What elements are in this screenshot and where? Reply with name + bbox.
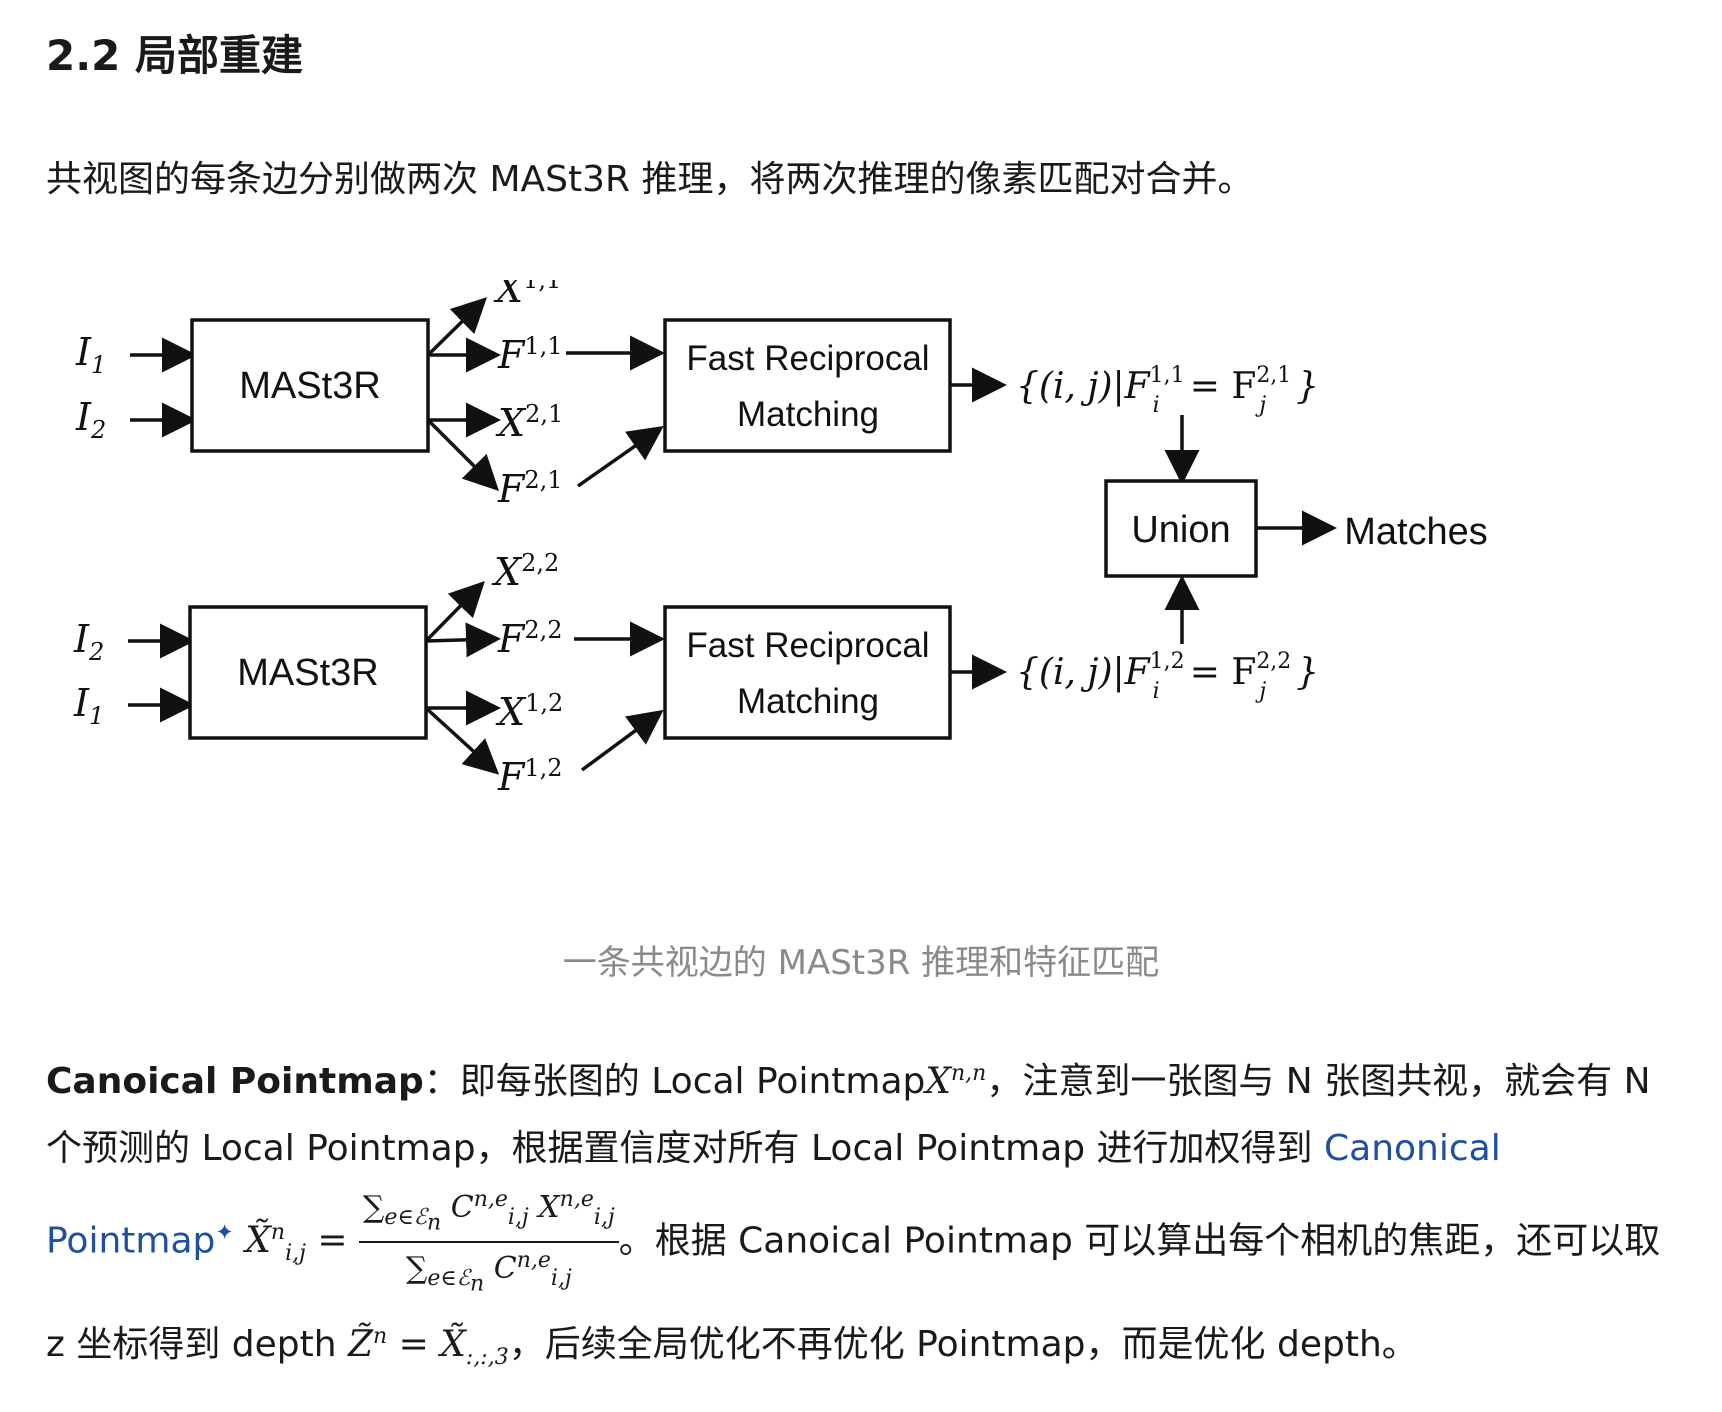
matcher-label-top-2: Matching [737,395,879,434]
para-text-4: ，后续全局优化不再优化 Pointmap，而是优化 depth。 [508,1323,1418,1365]
matcher-label-bottom-1: Fast Reciprocal [686,626,929,665]
output-f12: F1,2 [497,754,563,799]
output-x12: X1,2 [495,689,563,734]
input-i1-top: I1 [75,330,106,379]
model-label-top: MASt3R [239,365,380,407]
input-i2-bottom: I2 [73,617,104,666]
section-title: 2.2 局部重建 [46,31,304,80]
matching-diagram: I1 I2 X1,1 F1,1 X2,1 F2,1 I2 I1 X2,2 F2,… [73,280,1488,799]
para-text-1: ：即每张图的 Local Pointmap [423,1061,926,1102]
formula-x-tilde: X̃ni,j = [245,1220,359,1267]
output-x11: X1,1 [493,280,561,311]
input-i1-bottom: I1 [73,681,104,730]
para-text-2: ，注意到一张图与 N 张图共视，就会有 N 个预测的 Local Pointma… [46,1061,1651,1169]
term-canoical-pointmap: Canoical Pointmap [46,1061,424,1102]
matcher-label-top-1: Fast Reciprocal [686,339,929,378]
figure-caption: 一条共视边的 MASt3R 推理和特征匹配 [562,943,1160,983]
formula-z-tilde: Z̃n = X̃:,:,3 [348,1323,509,1370]
output-x22: X2,2 [491,549,559,594]
output-f22: F2,2 [497,616,563,661]
output-x21: X2,1 [495,400,563,445]
matcher-label-bottom-2: Matching [737,682,879,721]
para-text-3: 。根据 Canoical Pointmap 可以算出每个相机的焦距，还可以取 z… [46,1220,1661,1365]
model-label-bottom: MASt3R [237,652,378,694]
output-f11: F1,1 [497,332,563,377]
matches-label: Matches [1344,511,1488,553]
intro-text: 共视图的每条边分别做两次 MASt3R 推理，将两次推理的像素匹配对合并。 [46,159,1254,200]
union-label: Union [1131,509,1230,551]
input-i2-top: I2 [75,395,106,444]
body-paragraph: Canoical Pointmap：即每张图的 Local PointmapXn… [46,1040,1686,1391]
formula-fraction: ∑e∈ℰn Cn,ei,j Xn,ei,j∑e∈ℰn Cn,ei,j [359,1182,619,1303]
output-f21: F2,1 [497,466,563,511]
formula-x-nn: Xn,n [925,1061,987,1102]
canonical-pointmap-link[interactable]: Canonical Pointmap [46,1128,1501,1262]
sparkle-icon: ✦ [215,1220,234,1246]
